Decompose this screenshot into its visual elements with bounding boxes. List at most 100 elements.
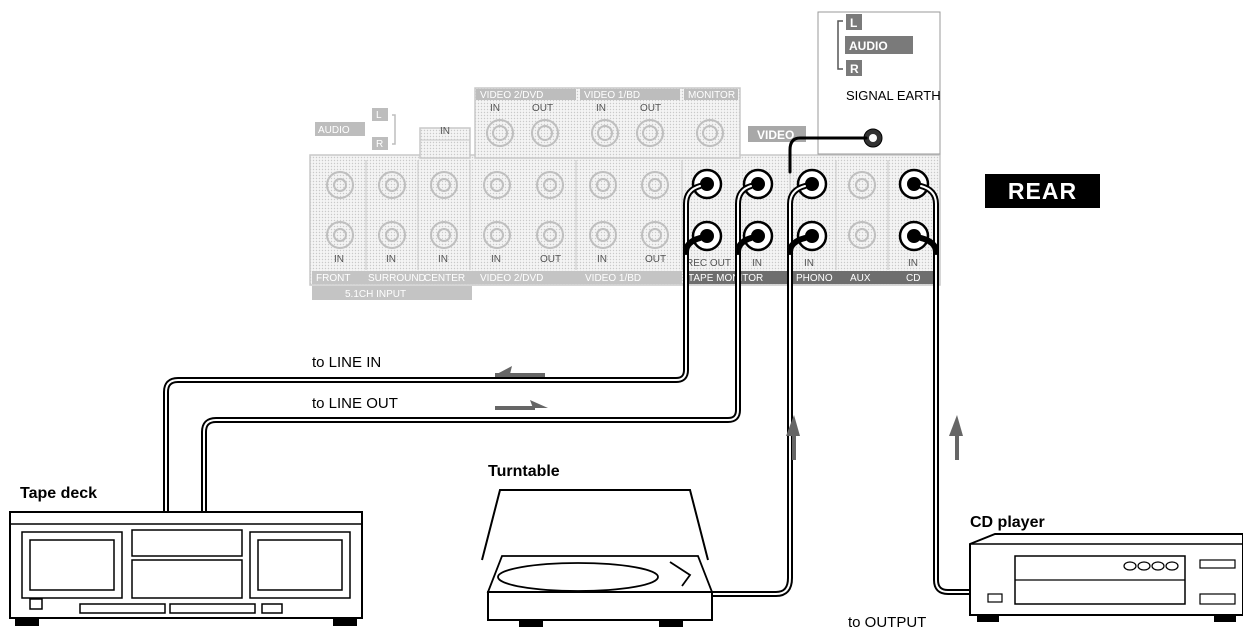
video1-out-label: OUT [640, 103, 661, 114]
audio-r-text: R [850, 62, 859, 76]
jack-tape-in-top [742, 168, 774, 200]
panel-center-block [419, 127, 471, 159]
center-in-caption: IN [438, 254, 448, 265]
cd-player-buttons [1123, 561, 1179, 571]
upper-video-jacks [486, 119, 724, 147]
jack-phono-top [796, 168, 828, 200]
terminal-block: L AUDIO R SIGNAL EARTH VIDEO [748, 11, 941, 155]
label-cd: CD [906, 273, 920, 284]
cd-in-caption: IN [908, 258, 918, 269]
left-audio-text: AUDIO [318, 125, 350, 136]
cable-cd-branch [918, 235, 939, 255]
jack-faded-inner [537, 125, 553, 141]
video2-in-label: IN [490, 103, 500, 114]
left-audio-box [315, 122, 365, 136]
jack-faded-inner [492, 125, 508, 141]
jack-faded [636, 119, 664, 147]
signal-earth-terminal-inner [869, 134, 877, 142]
header-video1-label: VIDEO 1/BD [584, 90, 640, 101]
header-video2 [476, 89, 576, 100]
turntable-base [487, 591, 713, 621]
label-center: CENTER [424, 273, 465, 284]
tape-deck-foot-left [15, 617, 39, 626]
cable-line-in-branch [683, 235, 703, 255]
jack-cd-top [898, 168, 930, 200]
turntable [481, 489, 714, 627]
cable-phono-branch [787, 235, 808, 255]
arrow-cd-head [949, 415, 963, 436]
jack-faded [696, 119, 724, 147]
cables [163, 136, 973, 597]
rear-label: REAR [985, 174, 1100, 208]
center-top-in-caption: IN [440, 126, 450, 137]
audio-l-box [846, 14, 862, 30]
jack-cd-bottom [898, 220, 930, 252]
tape-deck-door-left [21, 531, 123, 599]
to-line-out-label: to LINE OUT [312, 395, 398, 412]
phono-in-caption: IN [804, 258, 814, 269]
tape-deck-center-lower [131, 559, 243, 599]
header-monitor [684, 89, 738, 100]
left-audio-bracket [392, 114, 396, 145]
turntable-label: Turntable [488, 463, 560, 480]
turntable-tonearm [669, 561, 692, 587]
rec-out-caption: REC OUT [686, 258, 731, 269]
front-in-caption: IN [334, 254, 344, 265]
cable-line-out-inner [203, 185, 752, 513]
label-front: FRONT [316, 273, 350, 284]
jack-rec-out-top [691, 168, 723, 200]
video1-in-label: IN [596, 103, 606, 114]
signal-earth-label: SIGNAL EARTH [846, 88, 941, 103]
video2-lower-in-caption: IN [491, 254, 501, 265]
arrow-line-out-shaft [495, 406, 535, 410]
rear-panel: VIDEO 2/DVD VIDEO 1/BD MONITOR IN OUT IN… [309, 87, 941, 300]
cd-player-foot-right [1214, 614, 1236, 622]
faded-main-jacks [326, 171, 876, 249]
tape-deck-switch [261, 603, 283, 614]
ch-input-bar [312, 286, 472, 300]
audio-bracket [837, 20, 843, 70]
cable-line-in-inner [165, 185, 701, 513]
to-line-in-label: to LINE IN [312, 354, 382, 371]
cd-player-power [987, 593, 1003, 603]
jack-phono-bottom [796, 220, 828, 252]
left-l-text: L [376, 110, 382, 121]
tape-deck-window-right [257, 539, 343, 591]
jack-faded [591, 119, 619, 147]
label-surround: SURROUND [368, 273, 426, 284]
cable-line-out-branch [735, 235, 754, 255]
left-r-box [372, 137, 388, 150]
cd-player-knob [1199, 593, 1236, 605]
arrow-phono-head [786, 415, 800, 436]
arrow-line-in-head [495, 366, 512, 375]
panel-column-dividers [365, 160, 889, 270]
tape-deck-window-left [29, 539, 115, 591]
video1-lower-in-caption: IN [597, 254, 607, 265]
tape-in-caption: IN [752, 258, 762, 269]
to-output-label: to OUTPUT [848, 614, 927, 631]
tape-deck-buttons-left [79, 603, 166, 614]
jack-faded-inner [642, 125, 658, 141]
video-text: VIDEO [757, 128, 794, 142]
tape-deck-center-panel [131, 529, 243, 557]
label-tape-monitor: TAPE MONITOR [688, 273, 763, 284]
jack-tape-in-bottom [742, 220, 774, 252]
audio-r-box [846, 60, 862, 76]
tape-deck-power [29, 598, 43, 610]
left-l-box [372, 108, 388, 121]
jack-faded-inner [702, 125, 718, 141]
jack-faded-inner [597, 125, 613, 141]
header-video2-label: VIDEO 2/DVD [480, 90, 543, 101]
tape-deck-label: Tape deck [20, 485, 98, 502]
video1-lower-out-caption: OUT [645, 254, 666, 265]
header-monitor-label: MONITOR [688, 90, 735, 101]
tape-deck-buttons-right [169, 603, 256, 614]
left-audio-labels: L AUDIO R [315, 108, 396, 150]
turntable-foot-left [519, 619, 543, 627]
cd-player-body [969, 533, 1243, 616]
jack-faded [486, 119, 514, 147]
video-box [748, 126, 806, 142]
label-bar-faded [312, 271, 682, 284]
